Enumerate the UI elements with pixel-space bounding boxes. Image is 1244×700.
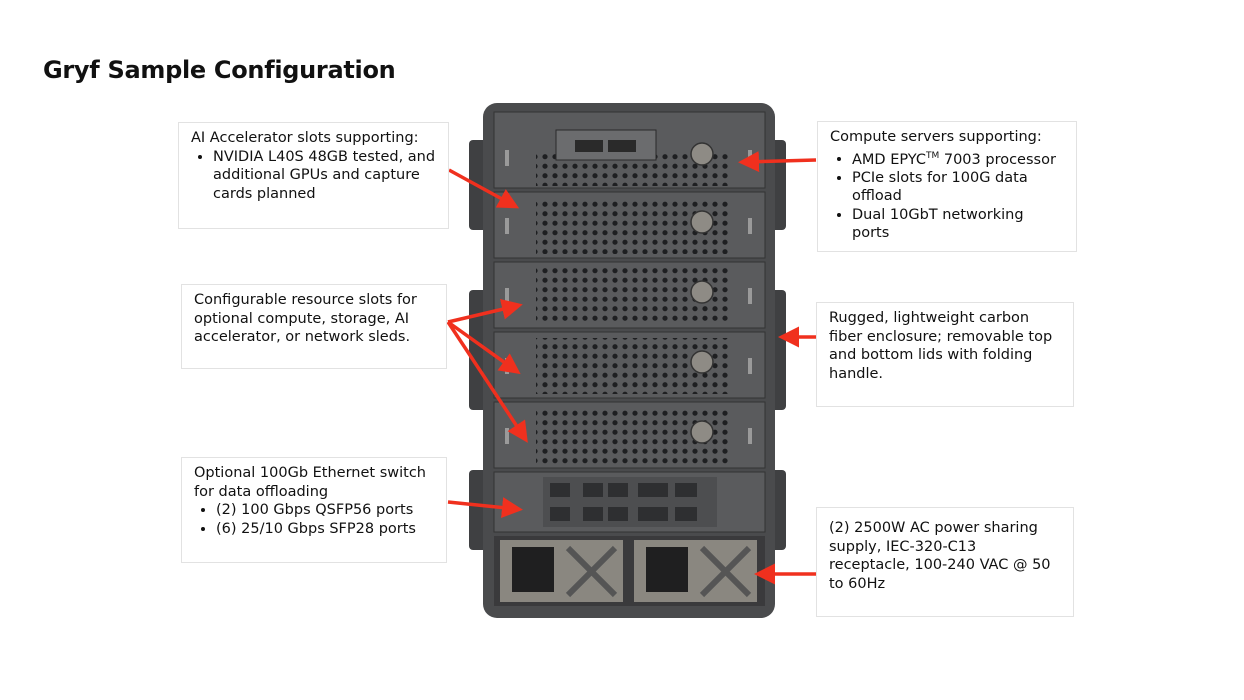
callout-enclosure: Rugged, lightweight carbon fiber enclosu…	[816, 302, 1074, 407]
callout-configurable-slots: Configurable resource slots for optional…	[181, 284, 447, 369]
sled-slots	[493, 111, 766, 606]
callout-heading: AI Accelerator slots supporting:	[191, 130, 419, 146]
list-item: (2) 100 Gbps QSFP56 ports	[216, 501, 434, 520]
callout-compute-servers: Compute servers supporting: AMD EPYCTM 7…	[817, 121, 1077, 252]
arrow-configurable-3	[446, 321, 528, 443]
processor-brand: AMD EPYC	[852, 151, 926, 168]
list-item: NVIDIA L40S 48GB tested, and additional …	[213, 148, 436, 204]
callout-heading: Optional 100Gb Ethernet switch for data …	[194, 465, 426, 500]
callout-heading: Configurable resource slots for optional…	[194, 292, 417, 345]
arrow-configurable-1	[447, 298, 523, 324]
list-item: (6) 25/10 Gbps SFP28 ports	[216, 520, 434, 539]
page-title: Gryf Sample Configuration	[43, 56, 396, 84]
callout-ethernet-switch: Optional 100Gb Ethernet switch for data …	[181, 457, 447, 563]
arrow-ai-accelerator	[448, 168, 520, 209]
list-item: PCIe slots for 100G data offload	[852, 169, 1064, 206]
callout-power-supply: (2) 2500W AC power sharing supply, IEC-3…	[816, 507, 1074, 617]
list-item: Dual 10GbT networking ports	[852, 206, 1064, 243]
callout-heading: Compute servers supporting:	[830, 129, 1042, 145]
arrow-configurable-2	[446, 320, 521, 375]
pcie-card	[555, 129, 657, 161]
callout-ai-accelerator: AI Accelerator slots supporting: NVIDIA …	[178, 122, 449, 229]
callout-arrows	[446, 151, 817, 585]
processor-model: 7003 processor	[939, 151, 1056, 168]
arrow-compute	[738, 151, 817, 173]
arrow-ethernet	[447, 497, 523, 519]
list-item: AMD EPYCTM 7003 processor	[852, 147, 1064, 169]
trademark: TM	[925, 150, 940, 161]
callout-heading: (2) 2500W AC power sharing supply, IEC-3…	[829, 520, 1051, 592]
callout-heading: Rugged, lightweight carbon fiber enclosu…	[829, 310, 1053, 382]
